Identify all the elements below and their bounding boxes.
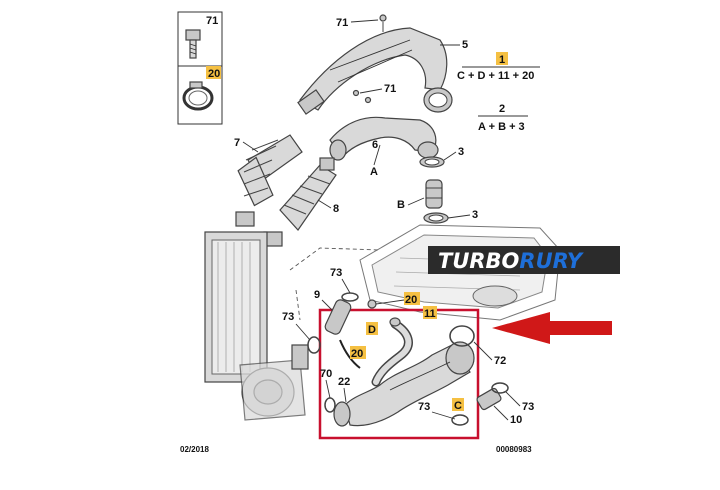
part-73-seals xyxy=(307,292,509,426)
callout-11: 11 xyxy=(424,308,436,320)
callout-70: 70 xyxy=(320,368,332,380)
callout-22: 22 xyxy=(338,376,350,388)
red-pointer-arrow xyxy=(492,312,612,344)
part-9-seal xyxy=(324,299,352,335)
callout-5: 5 xyxy=(462,39,468,51)
label-highlight xyxy=(423,306,437,319)
part-C-main-pipe xyxy=(333,341,475,427)
part-20-clamp-wire xyxy=(339,339,361,369)
callout-10: 10 xyxy=(510,414,522,426)
part-7-bellows-hose xyxy=(235,134,303,227)
callout-B: B xyxy=(397,199,405,211)
part-11-clip xyxy=(367,299,377,309)
kit-formula-1: 1 C + D + 11 + 20 xyxy=(457,52,540,82)
callout-20-a: 20 xyxy=(405,294,417,306)
kit-expression-1: C + D + 11 + 20 xyxy=(457,70,534,82)
callout-7: 7 xyxy=(234,137,240,149)
label-highlight xyxy=(404,292,420,305)
part-10-hose xyxy=(476,387,502,411)
callout-3-lower: 3 xyxy=(472,209,478,221)
kit-expression-2: A + B + 3 xyxy=(478,121,525,133)
callout-72: 72 xyxy=(494,355,506,367)
callout-20-b: 20 xyxy=(351,348,363,360)
part-5-upper-pipe xyxy=(297,27,453,115)
svg-text:TURBORURY: TURBORURY xyxy=(438,249,584,273)
part-8-bellows-hose xyxy=(263,157,337,247)
callout-D: D xyxy=(368,324,376,336)
label-highlight xyxy=(366,322,378,335)
callout-71-legend: 71 xyxy=(206,15,218,27)
label-highlight xyxy=(496,52,508,65)
part-B-hose xyxy=(425,179,443,209)
callout-9: 9 xyxy=(314,289,320,301)
label-highlight xyxy=(350,346,366,359)
bolt-icon xyxy=(185,29,201,59)
callout-73-a: 73 xyxy=(330,267,342,279)
callout-71-top: 71 xyxy=(336,17,348,29)
part-D-hose xyxy=(371,317,413,387)
brand-turbo: TURBO xyxy=(438,249,520,273)
callout-20-legend: 20 xyxy=(208,68,220,80)
callout-73-d: 73 xyxy=(522,401,534,413)
footer-reference: 00080983 xyxy=(496,445,532,454)
callout-C: C xyxy=(454,400,462,412)
label-highlight xyxy=(452,398,464,411)
part-72-oring xyxy=(449,325,475,347)
brand-banner: TURBORURY xyxy=(428,246,620,274)
kit-number-1: 1 xyxy=(499,54,505,66)
highlighted-parts-frame xyxy=(318,308,480,440)
brand-rury: RURY xyxy=(519,249,583,273)
callout-71-mid: 71 xyxy=(384,83,396,95)
callout-8: 8 xyxy=(333,203,339,215)
callout-A: A xyxy=(370,166,378,178)
callout-6: 6 xyxy=(372,139,378,151)
part-3-seal-upper xyxy=(419,156,445,168)
bolt-71-mid xyxy=(352,89,360,97)
legend-box-clamp: 20 xyxy=(177,65,223,125)
kit-formula-2: 2 A + B + 3 xyxy=(478,103,528,133)
bolt-71-top xyxy=(379,14,387,22)
callout-3-upper: 3 xyxy=(458,146,464,158)
part-6-middle-pipe xyxy=(329,116,439,161)
hose-clamp-icon xyxy=(182,81,214,111)
callout-73-b: 73 xyxy=(282,311,294,323)
label-highlight xyxy=(206,66,221,79)
kit-number-2: 2 xyxy=(499,103,505,115)
part-3-seal-lower xyxy=(423,212,449,224)
footer-date: 02/2018 xyxy=(180,445,209,454)
turbocharger xyxy=(239,344,309,421)
callout-73-c: 73 xyxy=(418,401,430,413)
intercooler xyxy=(204,231,268,383)
legend-box-bolt: 71 xyxy=(177,11,223,67)
